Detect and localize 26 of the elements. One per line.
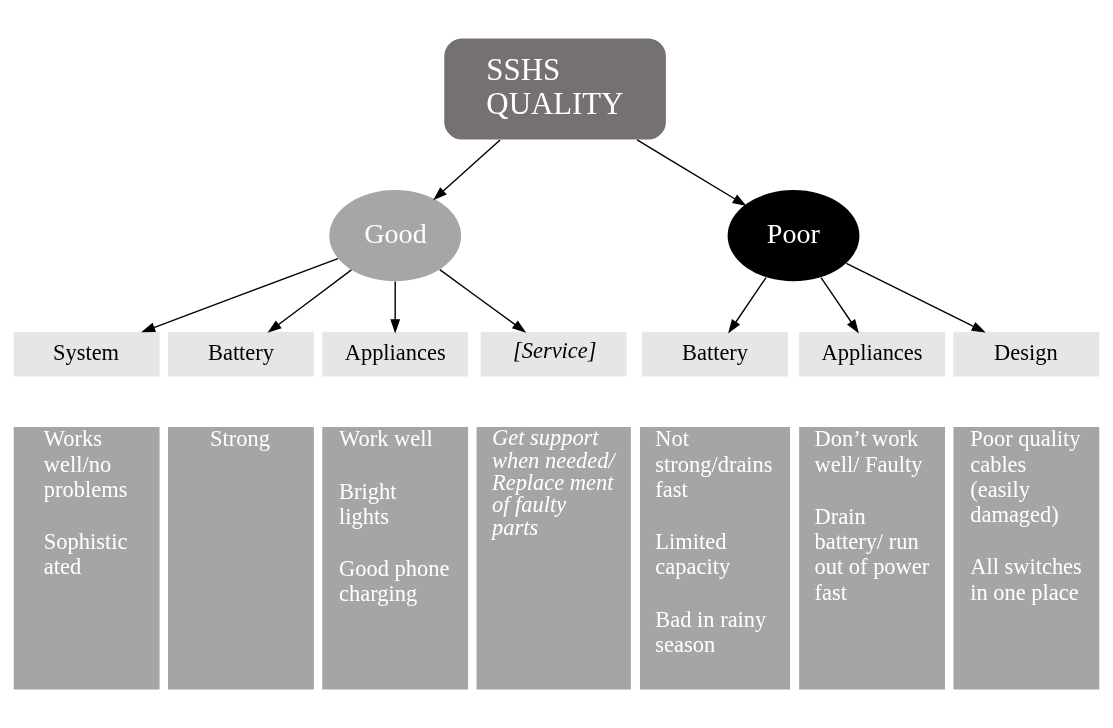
arrow — [390, 280, 401, 334]
node-box: Works well/no problems Sophistic ated — [13, 427, 160, 690]
arrow — [820, 276, 859, 334]
arrow — [728, 276, 767, 334]
node-box: Work well Bright lights Good phone charging — [322, 427, 469, 690]
node-box: Appliances — [799, 331, 945, 377]
node-box: Appliances — [322, 331, 469, 377]
node-box: Get support when needed/ Replace ment of faulty parts — [476, 427, 631, 690]
node-box: Poor quality cables (easily damaged) All switches in one place — [953, 427, 1100, 690]
node-box: Design — [953, 331, 1100, 377]
node-box: System — [13, 331, 160, 377]
arrow — [636, 139, 747, 206]
node-box: Don’t work well/ Faulty Drain battery/ run out of power fast — [799, 427, 945, 690]
node-box: SSHS QUALITY — [444, 38, 666, 140]
node-ellipse: Poor — [727, 190, 860, 282]
node-box: Battery — [642, 331, 788, 377]
node-box: Battery — [168, 331, 314, 377]
arrow — [845, 262, 986, 333]
node-box: Strong — [168, 427, 314, 690]
arrow — [267, 269, 353, 333]
arrow — [141, 257, 339, 333]
arrow — [433, 139, 501, 201]
node-box: Not strong/drains fast Limited capacity Bad in rainy season — [639, 427, 790, 690]
arrow — [439, 268, 527, 333]
node-ellipse: Good — [329, 190, 462, 282]
node-box: [Service] — [480, 331, 627, 377]
